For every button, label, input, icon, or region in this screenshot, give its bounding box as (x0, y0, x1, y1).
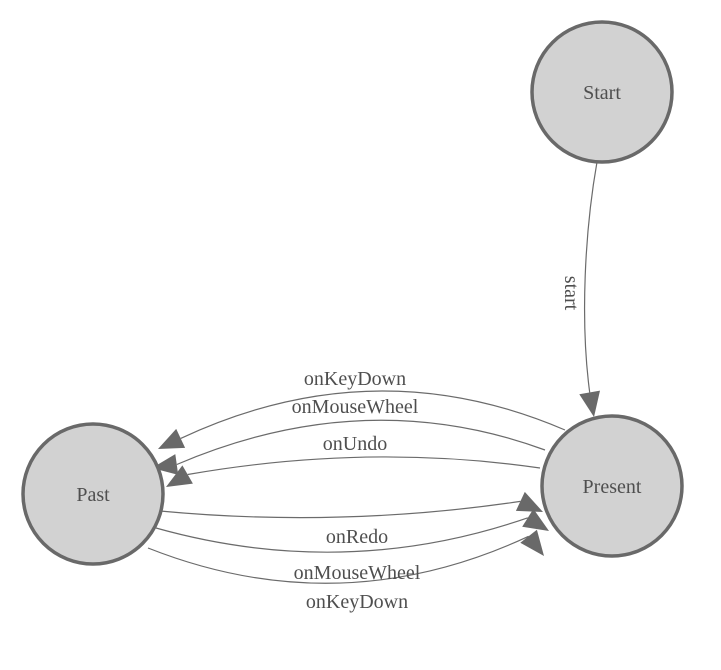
arrowhead-into-present-2 (522, 508, 549, 531)
edge-label-onkeydown-upper: onKeyDown (304, 368, 406, 390)
edge-past-to-present-onmousewheel (155, 517, 528, 553)
node-present-circle (540, 414, 684, 558)
edge-present-to-past-onundo (187, 456, 541, 476)
arrowhead-into-present-1 (515, 491, 543, 512)
arrowhead-into-past-3 (166, 465, 193, 487)
arrowhead-into-present-3 (520, 529, 544, 556)
edge-label-start: start (560, 276, 582, 311)
node-present-label: Present (583, 476, 642, 498)
node-past-circle (21, 422, 165, 566)
arrowhead-start-to-present (579, 390, 600, 417)
edge-present-to-past-onkeydown (180, 390, 566, 439)
edge-label-onundo: onUndo (323, 433, 387, 455)
node-past-label: Past (76, 484, 110, 506)
edge-start-to-present (583, 161, 598, 393)
edge-past-to-present-onredo (159, 500, 521, 519)
node-start-label: Start (583, 82, 621, 104)
edge-label-onmousewheel-lower: onMouseWheel (294, 562, 421, 584)
edge-present-to-past-onmousewheel (176, 419, 546, 466)
edge-label-onkeydown-lower: onKeyDown (306, 591, 408, 613)
arrowhead-into-past-1 (158, 428, 186, 449)
edge-past-to-present-onkeydown (147, 535, 529, 584)
edge-label-onmousewheel-upper: onMouseWheel (292, 396, 419, 418)
edge-label-onredo: onRedo (326, 526, 388, 548)
node-start-circle (530, 20, 674, 164)
